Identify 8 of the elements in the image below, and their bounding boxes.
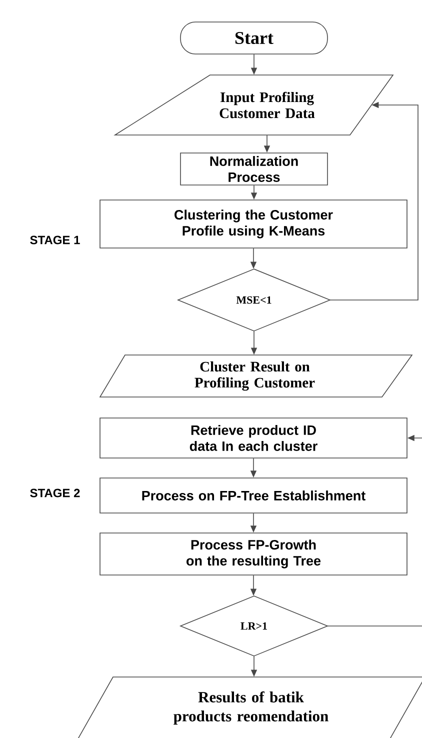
process-box: Retrieve product ID data In each cluster — [100, 418, 408, 458]
process-box: Process on FP-Tree Establishment — [100, 478, 408, 514]
process-box: Process FP-Growth on the resulting Tree — [100, 532, 408, 576]
start-terminal: Start — [180, 22, 328, 54]
process-box: Normalization Process — [180, 152, 328, 186]
stage-label: STAGE 1 — [30, 236, 80, 244]
stage-label: STAGE 2 — [30, 488, 80, 498]
process-box: Clustering the Customer Profile using K-Means — [100, 200, 408, 248]
